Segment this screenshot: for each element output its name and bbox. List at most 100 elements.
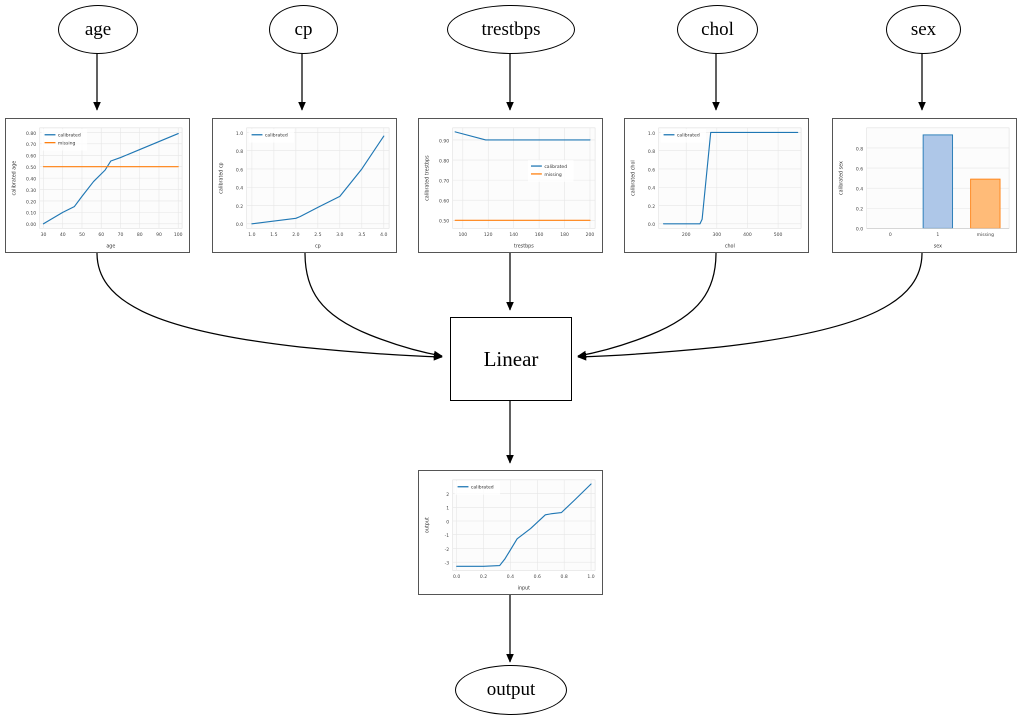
- svg-text:chol: chol: [725, 244, 735, 250]
- svg-text:60: 60: [98, 232, 104, 238]
- svg-text:140: 140: [509, 232, 518, 238]
- svg-text:0.8: 0.8: [561, 574, 568, 580]
- svg-text:calibrated: calibrated: [677, 133, 700, 139]
- svg-text:0.0: 0.0: [236, 222, 243, 228]
- svg-text:0.6: 0.6: [648, 167, 655, 173]
- svg-text:0.8: 0.8: [236, 149, 243, 155]
- svg-text:0: 0: [889, 232, 892, 238]
- svg-text:-1: -1: [445, 533, 450, 539]
- node-age[interactable]: age: [58, 5, 138, 54]
- svg-text:2: 2: [446, 492, 449, 498]
- edge-age-plot-to-linear: [96, 252, 443, 361]
- svg-text:300: 300: [712, 232, 721, 238]
- svg-text:0.2: 0.2: [480, 574, 487, 580]
- node-output[interactable]: output: [455, 665, 567, 715]
- node-sex[interactable]: sex: [886, 5, 961, 54]
- svg-text:missing: missing: [58, 141, 76, 147]
- svg-text:0.00: 0.00: [26, 222, 36, 228]
- svg-text:0.0: 0.0: [856, 227, 863, 233]
- svg-text:400: 400: [743, 232, 752, 238]
- svg-text:2.0: 2.0: [292, 232, 299, 238]
- svg-text:0.4: 0.4: [507, 574, 514, 580]
- svg-text:missing: missing: [977, 232, 995, 238]
- svg-text:0.10: 0.10: [26, 211, 36, 217]
- svg-text:1.5: 1.5: [270, 232, 277, 238]
- svg-text:4.0: 4.0: [380, 232, 387, 238]
- svg-text:1.0: 1.0: [248, 232, 255, 238]
- svg-text:0.4: 0.4: [856, 187, 863, 193]
- svg-text:200: 200: [586, 232, 595, 238]
- svg-text:1.0: 1.0: [648, 131, 655, 137]
- svg-text:0.90: 0.90: [439, 138, 449, 144]
- svg-text:180: 180: [560, 232, 569, 238]
- svg-text:input: input: [518, 586, 531, 592]
- svg-text:trestbps: trestbps: [514, 244, 534, 250]
- svg-text:0.8: 0.8: [856, 146, 863, 152]
- svg-text:cp: cp: [315, 245, 321, 250]
- svg-text:0.4: 0.4: [236, 186, 243, 192]
- svg-text:0.80: 0.80: [439, 158, 449, 164]
- svg-text:sex: sex: [934, 245, 942, 250]
- svg-text:calibrated: calibrated: [471, 485, 494, 491]
- svg-text:0.2: 0.2: [856, 207, 863, 213]
- svg-text:-2: -2: [445, 547, 450, 553]
- svg-text:100: 100: [174, 232, 183, 238]
- svg-text:0.8: 0.8: [648, 149, 655, 155]
- svg-text:3.0: 3.0: [336, 232, 343, 238]
- svg-text:0.0: 0.0: [648, 222, 655, 228]
- svg-text:30: 30: [41, 232, 47, 238]
- svg-text:0.40: 0.40: [26, 176, 36, 182]
- node-cp[interactable]: cp: [269, 5, 338, 54]
- svg-text:50: 50: [79, 232, 85, 238]
- node-trestbps[interactable]: trestbps: [447, 5, 575, 54]
- svg-text:200: 200: [682, 232, 691, 238]
- svg-text:calibrated trestbps: calibrated trestbps: [424, 155, 430, 201]
- svg-text:40: 40: [60, 232, 66, 238]
- svg-text:missing: missing: [544, 172, 562, 178]
- node-chol[interactable]: chol: [677, 5, 758, 54]
- node-linear-label: Linear: [483, 346, 539, 371]
- node-trestbps-label: trestbps: [481, 18, 541, 40]
- svg-text:1.0: 1.0: [236, 131, 243, 137]
- svg-text:calibrated sex: calibrated sex: [838, 161, 844, 195]
- svg-text:-3: -3: [445, 561, 450, 567]
- node-chol-label: chol: [701, 18, 734, 40]
- node-output-label: output: [486, 679, 536, 700]
- svg-text:calibrated: calibrated: [544, 164, 567, 170]
- svg-text:0.60: 0.60: [26, 154, 36, 160]
- node-linear[interactable]: Linear: [450, 317, 572, 401]
- node-cp-label: cp: [294, 18, 313, 40]
- svg-text:0.80: 0.80: [26, 131, 36, 137]
- svg-text:calibrated cp: calibrated cp: [218, 162, 224, 193]
- svg-text:1: 1: [446, 506, 449, 512]
- svg-text:0.0: 0.0: [453, 574, 460, 580]
- svg-text:500: 500: [774, 232, 783, 238]
- svg-text:0: 0: [446, 519, 449, 525]
- svg-text:0.6: 0.6: [236, 167, 243, 173]
- svg-text:calibrated chol: calibrated chol: [630, 160, 636, 196]
- svg-text:0.70: 0.70: [439, 178, 449, 184]
- svg-text:age: age: [106, 245, 115, 250]
- svg-text:calibrated age: calibrated age: [11, 161, 17, 196]
- svg-text:70: 70: [118, 232, 124, 238]
- svg-text:160: 160: [535, 232, 544, 238]
- svg-text:0.70: 0.70: [26, 142, 36, 148]
- svg-text:120: 120: [484, 232, 493, 238]
- edge-cp-plot-to-linear: [304, 252, 443, 359]
- node-age-label: age: [84, 18, 112, 40]
